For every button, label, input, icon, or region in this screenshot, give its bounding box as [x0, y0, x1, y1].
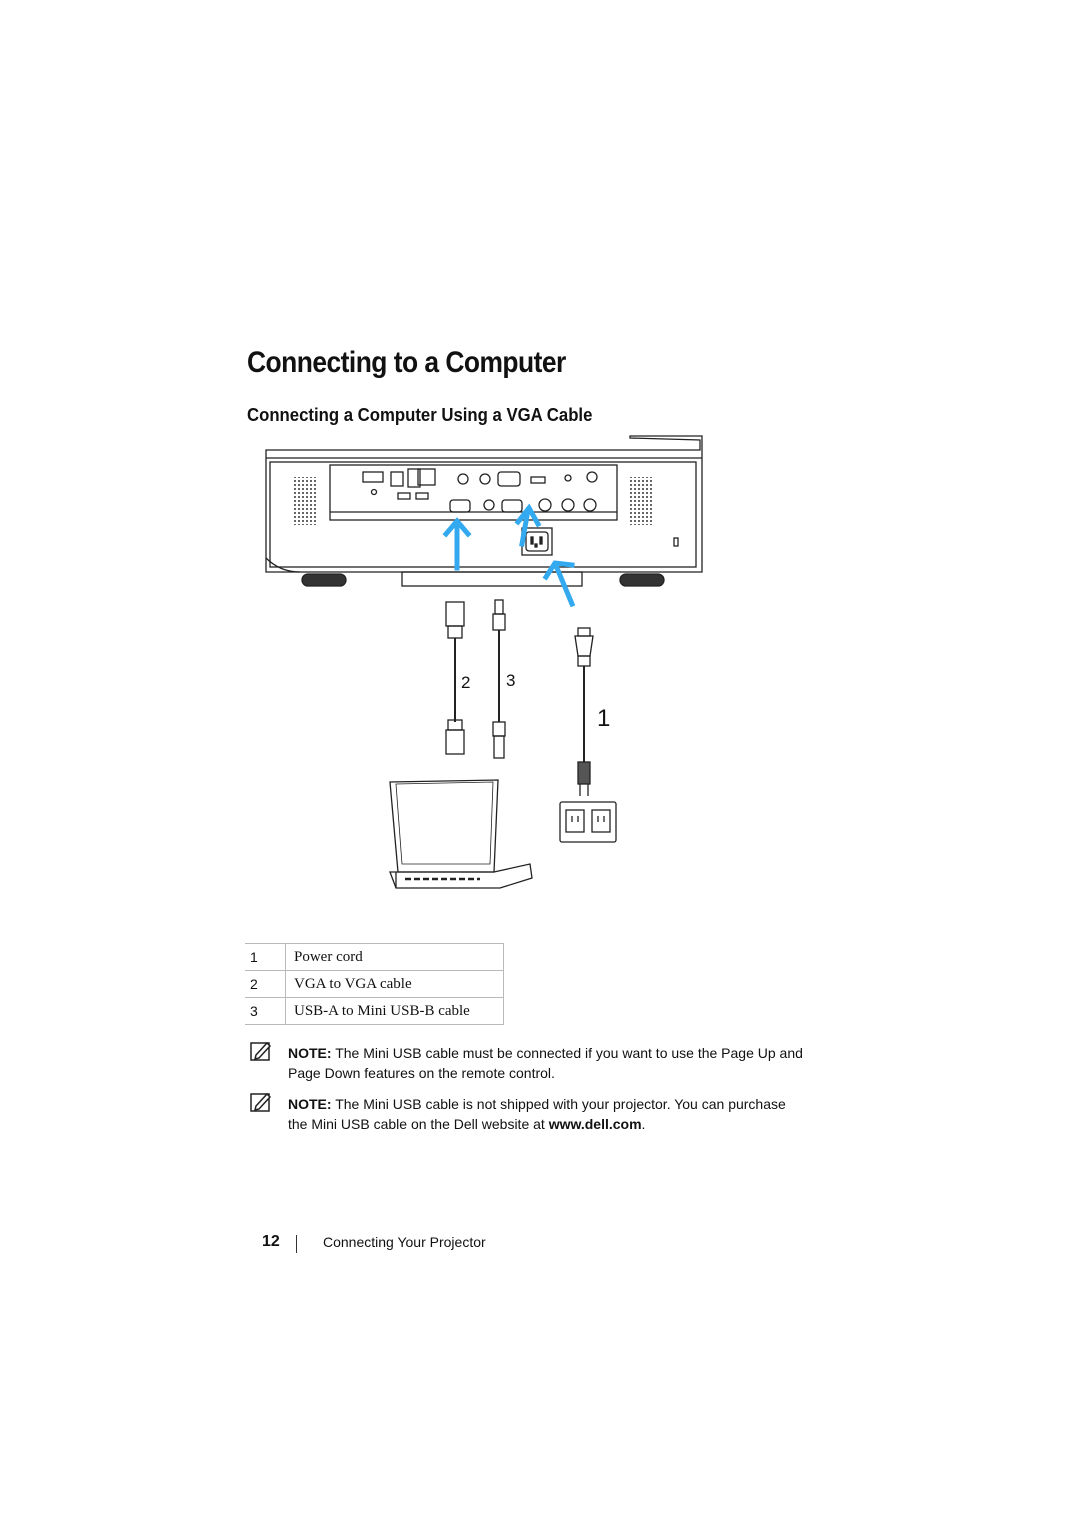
power-cord — [574, 627, 594, 796]
usb-cable — [492, 599, 506, 759]
connection-diagram — [265, 435, 703, 889]
note-label: NOTE: — [288, 1045, 332, 1061]
dell-website-link[interactable]: www.dell.com — [548, 1116, 642, 1132]
legend-number: 2 — [245, 970, 286, 998]
footer-divider — [296, 1235, 297, 1253]
note-pencil-icon — [250, 1041, 272, 1061]
legend-description: VGA to VGA cable — [285, 970, 504, 998]
note-text-end: . — [641, 1116, 646, 1132]
note-text: The Mini USB cable must be connected if … — [288, 1045, 803, 1081]
legend-number: 1 — [245, 943, 286, 971]
table-row: 3 USB-A to Mini USB-B cable — [245, 997, 504, 1025]
vga-cable — [445, 601, 465, 755]
note-text: The Mini USB cable is not shipped with y… — [288, 1096, 786, 1132]
callout-3: 3 — [506, 671, 516, 690]
table-row: 1 Power cord — [245, 943, 504, 971]
note-1: NOTE: The Mini USB cable must be connect… — [288, 1043, 808, 1083]
section-heading: Connecting a Computer Using a VGA Cable — [247, 405, 593, 425]
page-title: Connecting to a Computer — [247, 346, 566, 379]
legend-number: 3 — [245, 997, 286, 1025]
legend-description: Power cord — [285, 943, 504, 971]
note-2: NOTE: The Mini USB cable is not shipped … — [288, 1094, 808, 1134]
note-label: NOTE: — [288, 1096, 332, 1112]
projector-rear-panel — [265, 435, 703, 587]
connection-arrows — [442, 503, 576, 608]
wall-outlet — [559, 801, 617, 843]
legend-description: USB-A to Mini USB-B cable — [285, 997, 504, 1025]
callout-legend-table: 1 Power cord 2 VGA to VGA cable 3 USB-A … — [245, 943, 504, 1025]
page-number: 12 — [262, 1233, 280, 1250]
callout-1: 1 — [597, 705, 611, 732]
footer-section-title: Connecting Your Projector — [323, 1234, 486, 1250]
note-pencil-icon — [250, 1092, 272, 1112]
table-row: 2 VGA to VGA cable — [245, 970, 504, 998]
laptop — [389, 779, 533, 889]
callout-2: 2 — [461, 673, 471, 692]
